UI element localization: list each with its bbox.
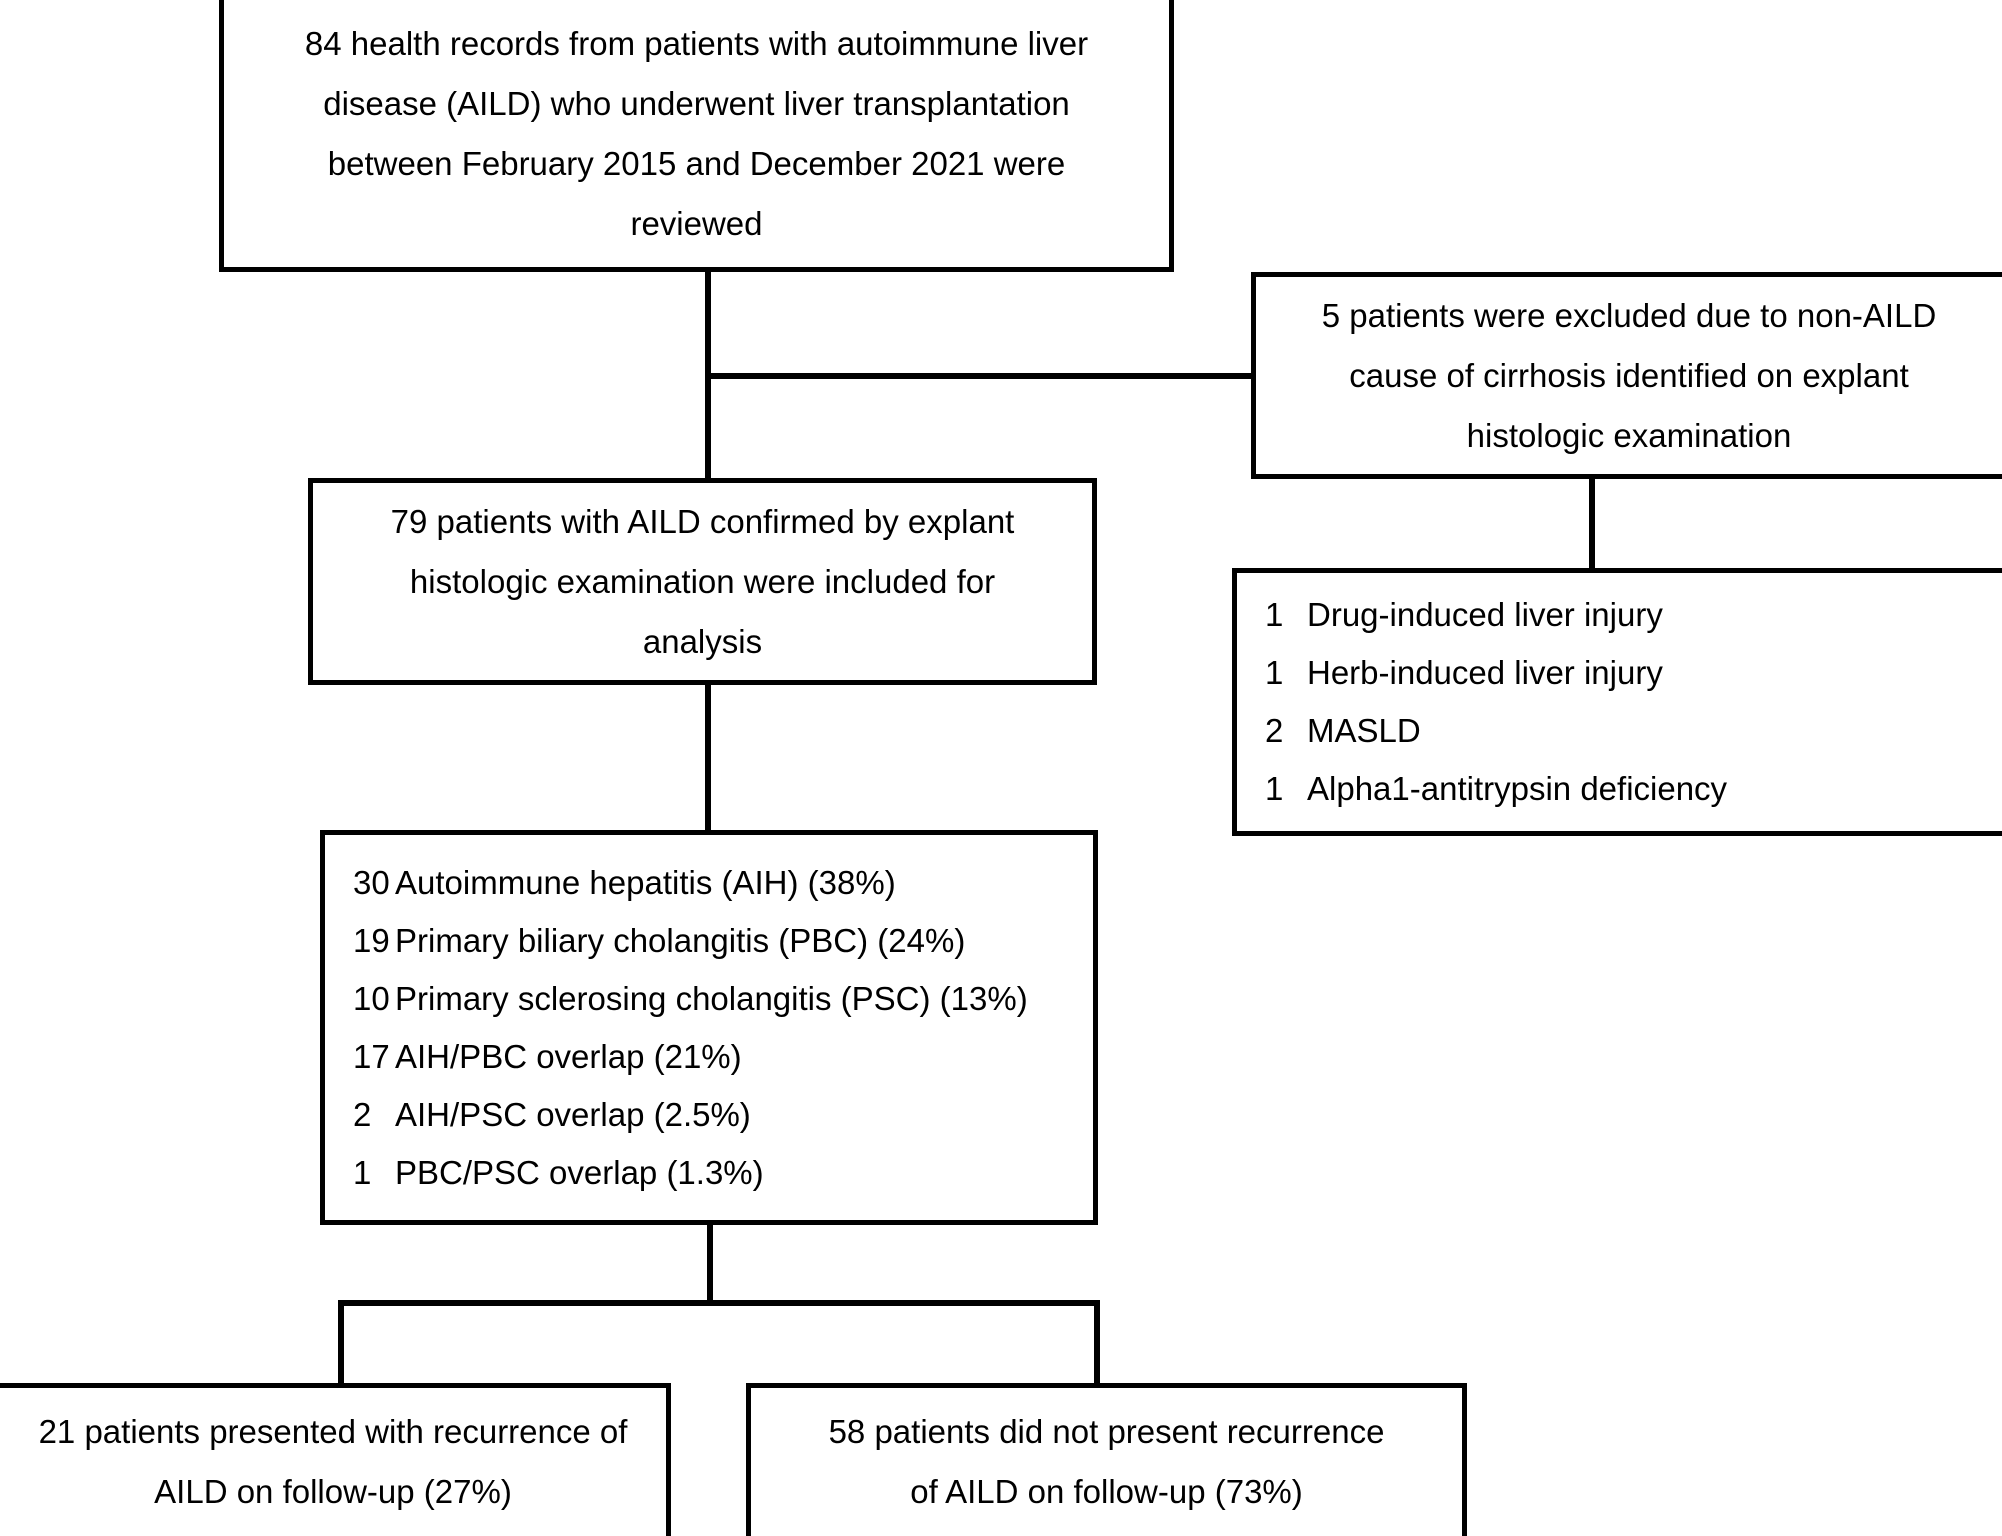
no-recurrence-line-1: 58 patients did not present recurrence bbox=[828, 1413, 1385, 1450]
diagnosis-label: Autoimmune hepatitis (AIH) (38%) bbox=[395, 863, 896, 901]
list-item: 1 Drug-induced liver injury bbox=[1265, 586, 2002, 644]
source-records-line-2: disease (AILD) who underwent liver trans… bbox=[323, 84, 1070, 122]
list-item: 1 Herb-induced liver injury bbox=[1265, 644, 2002, 702]
diagnosis-label: Primary sclerosing cholangitis (PSC) (13… bbox=[395, 979, 1028, 1017]
excluded-cause-count: 1 bbox=[1265, 596, 1284, 633]
excluded-causes-box: 1 Drug-induced liver injury 1 Herb-induc… bbox=[1232, 568, 2002, 836]
connector-diagnoses-trunk bbox=[707, 1222, 713, 1306]
included-box: 79 patients with AILD confirmed by expla… bbox=[308, 478, 1097, 685]
diagnosis-count: 2 bbox=[353, 1095, 372, 1133]
connector-source-to-excluded bbox=[705, 373, 1254, 379]
source-records-line-4: reviewed bbox=[630, 204, 763, 242]
excluded-cause-count: 1 bbox=[1265, 654, 1284, 691]
list-item: 1 Alpha1-antitrypsin deficiency bbox=[1265, 760, 2002, 818]
excluded-cause-label: Herb-induced liver injury bbox=[1307, 654, 1663, 691]
excluded-cause-count: 2 bbox=[1265, 712, 1284, 749]
connector-included-to-diagnoses bbox=[705, 680, 711, 835]
connector-bottom-split bbox=[338, 1300, 1100, 1306]
recurrence-box: 21 patients presented with recurrence of… bbox=[0, 1383, 671, 1536]
source-records-box: 84 health records from patients with aut… bbox=[219, 0, 1174, 272]
list-item: 30 Autoimmune hepatitis (AIH) (38%) bbox=[353, 854, 1093, 912]
connector-excluded-to-causes bbox=[1589, 475, 1595, 570]
excluded-line-2: cause of cirrhosis identified on explant bbox=[1349, 356, 1909, 394]
list-item: 19 Primary biliary cholangitis (PBC) (24… bbox=[353, 912, 1093, 970]
excluded-cause-label: MASLD bbox=[1307, 712, 1421, 749]
connector-to-recurrence bbox=[338, 1300, 344, 1385]
diagnosis-count: 10 bbox=[353, 979, 390, 1017]
diagnosis-count: 17 bbox=[353, 1037, 390, 1075]
recurrence-line-2: AILD on follow-up (27%) bbox=[154, 1473, 512, 1510]
list-item: 1 PBC/PSC overlap (1.3%) bbox=[353, 1144, 1093, 1202]
diagnosis-label: Primary biliary cholangitis (PBC) (24%) bbox=[395, 921, 966, 959]
included-line-3: analysis bbox=[642, 622, 763, 660]
list-item: 2 AIH/PSC overlap (2.5%) bbox=[353, 1086, 1093, 1144]
diagnosis-count: 30 bbox=[353, 863, 390, 901]
included-line-2: histologic examination were included for bbox=[409, 562, 996, 600]
diagnosis-count: 1 bbox=[353, 1153, 372, 1191]
excluded-line-1: 5 patients were excluded due to non-AILD bbox=[1321, 296, 1937, 334]
diagnoses-box: 30 Autoimmune hepatitis (AIH) (38%) 19 P… bbox=[320, 830, 1098, 1225]
connector-to-no-recurrence bbox=[1094, 1300, 1100, 1385]
no-recurrence-line-2: of AILD on follow-up (73%) bbox=[910, 1473, 1303, 1510]
source-records-line-3: between February 2015 and December 2021 … bbox=[327, 144, 1066, 182]
excluded-box: 5 patients were excluded due to non-AILD… bbox=[1251, 272, 2002, 479]
excluded-cause-count: 1 bbox=[1265, 770, 1284, 807]
excluded-cause-label: Drug-induced liver injury bbox=[1307, 596, 1663, 633]
no-recurrence-box: 58 patients did not present recurrence o… bbox=[746, 1383, 1467, 1536]
list-item: 10 Primary sclerosing cholangitis (PSC) … bbox=[353, 970, 1093, 1028]
recurrence-line-1: 21 patients presented with recurrence of bbox=[38, 1413, 628, 1450]
diagnosis-label: AIH/PBC overlap (21%) bbox=[395, 1037, 742, 1075]
source-records-line-1: 84 health records from patients with aut… bbox=[304, 24, 1089, 62]
diagnosis-label: AIH/PSC overlap (2.5%) bbox=[395, 1095, 751, 1133]
diagnosis-count: 19 bbox=[353, 921, 390, 959]
excluded-line-3: histologic examination bbox=[1466, 416, 1792, 454]
list-item: 2 MASLD bbox=[1265, 702, 2002, 760]
included-line-1: 79 patients with AILD confirmed by expla… bbox=[390, 502, 1015, 540]
list-item: 17 AIH/PBC overlap (21%) bbox=[353, 1028, 1093, 1086]
excluded-cause-label: Alpha1-antitrypsin deficiency bbox=[1307, 770, 1728, 807]
diagnosis-label: PBC/PSC overlap (1.3%) bbox=[395, 1153, 764, 1191]
